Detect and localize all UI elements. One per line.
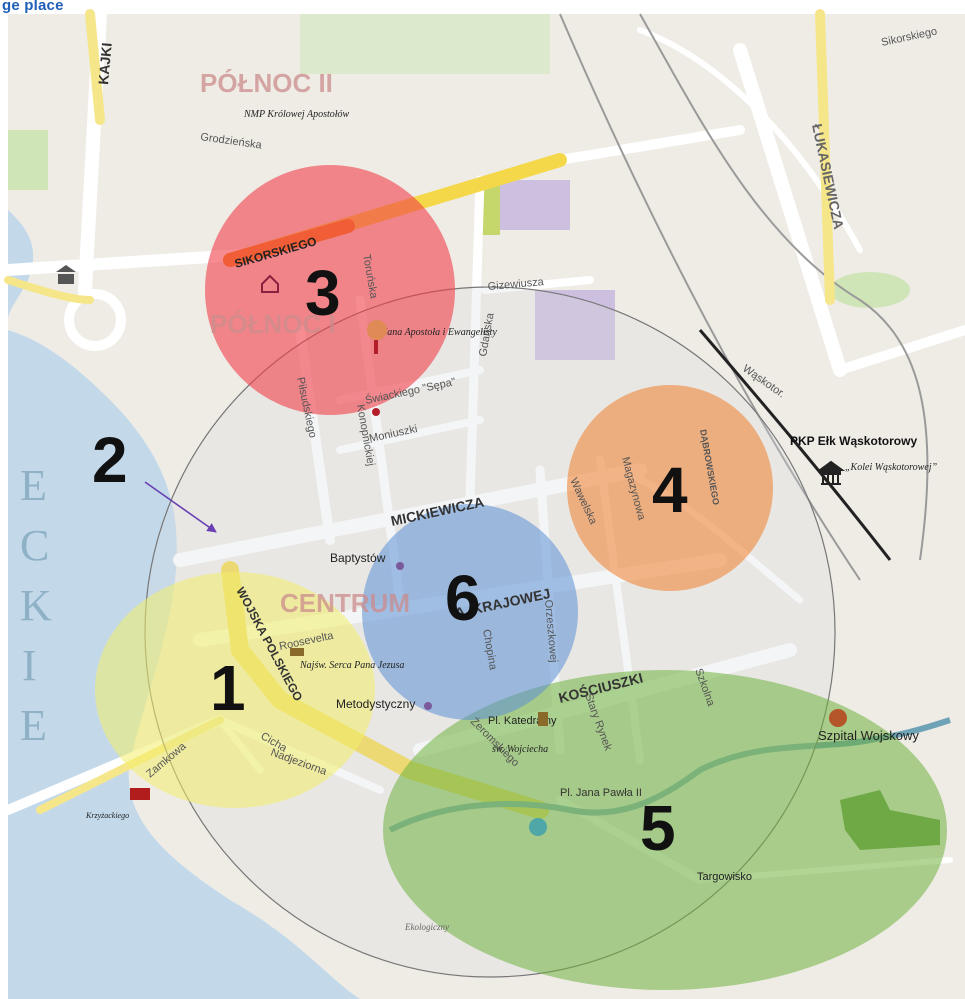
poi-metodystyczny: Metodystyczny (336, 697, 415, 711)
castle-marker (130, 788, 150, 800)
park-right (830, 272, 910, 308)
district-polnoc-2: PÓŁNOC II (200, 68, 333, 98)
zone-label-6[interactable]: 6 (445, 562, 481, 634)
park-top-left (8, 130, 48, 190)
street-orzeszkowej: Orzeszkowej (542, 599, 559, 663)
svg-text:K: K (20, 581, 52, 630)
poi-szpital: Szpital Wojskowy (818, 728, 919, 743)
zone-3-area[interactable] (205, 165, 455, 415)
lake-water (8, 330, 360, 999)
poi-targowisko: Targowisko (697, 871, 752, 883)
hospital-icon (829, 709, 847, 727)
district-centrum: CENTRUM (280, 588, 410, 618)
zone-label-5[interactable]: 5 (640, 792, 676, 864)
museum-icon-left (56, 265, 76, 284)
street-kajki: KAJKI (95, 42, 115, 85)
street-gizewiusza: Gizewiusza (487, 276, 545, 293)
zone-label-3[interactable]: 3 (305, 257, 341, 329)
poi-baptystow: Baptystów (330, 551, 386, 565)
home-icon (261, 274, 279, 293)
poi-jana: św. Jana Apostoła i Ewangelisty (368, 327, 497, 338)
park-top (300, 14, 550, 74)
page-header: ge place (0, 0, 965, 14)
poi-pkp: PKP Ełk Wąskotorowy (790, 434, 917, 448)
park-lot-2 (535, 290, 615, 360)
park-lot (500, 180, 570, 230)
poi-jana-pawla: Pl. Jana Pawła II (560, 787, 642, 799)
zone-circles (95, 165, 947, 990)
zone-1-area[interactable] (95, 572, 375, 808)
poi-ekologiczny: Ekologiczny (404, 922, 449, 932)
page-title: ge place (2, 0, 64, 14)
district-polnoc-1: PÓŁNOC I (210, 309, 336, 339)
park-small (482, 185, 500, 235)
zone-label-4[interactable]: 4 (652, 454, 688, 526)
svg-text:C: C (20, 521, 49, 570)
church-icon (367, 320, 432, 710)
zone-label-1[interactable]: 1 (210, 652, 246, 724)
zone-2-arrow (144, 481, 217, 533)
poi-kolei: „Kolei Wąskotorowej” (845, 462, 938, 473)
zone-label-2[interactable]: 2 (92, 424, 128, 496)
poi-nmp: NMP Królowej Apostołów (243, 109, 350, 120)
svg-text:E: E (20, 461, 47, 510)
zone-4-area[interactable] (567, 385, 773, 591)
poi-serca: Najśw. Serca Pana Jezusa (299, 660, 404, 671)
zone-6-area[interactable] (362, 504, 578, 720)
svg-text:I: I (22, 641, 37, 690)
zone-5-area[interactable] (383, 670, 947, 990)
svg-text:E: E (20, 701, 47, 750)
poi-krzyzackiego: Krzyżackiego (85, 811, 129, 820)
museum-icon (816, 460, 846, 485)
roosevelt-icon (290, 648, 304, 656)
bike-icon (529, 818, 547, 836)
lake-label: E C K I E (20, 461, 52, 750)
cathedral-icon (538, 712, 548, 726)
poi-wojciecha: św. Wojciecha (492, 744, 548, 755)
